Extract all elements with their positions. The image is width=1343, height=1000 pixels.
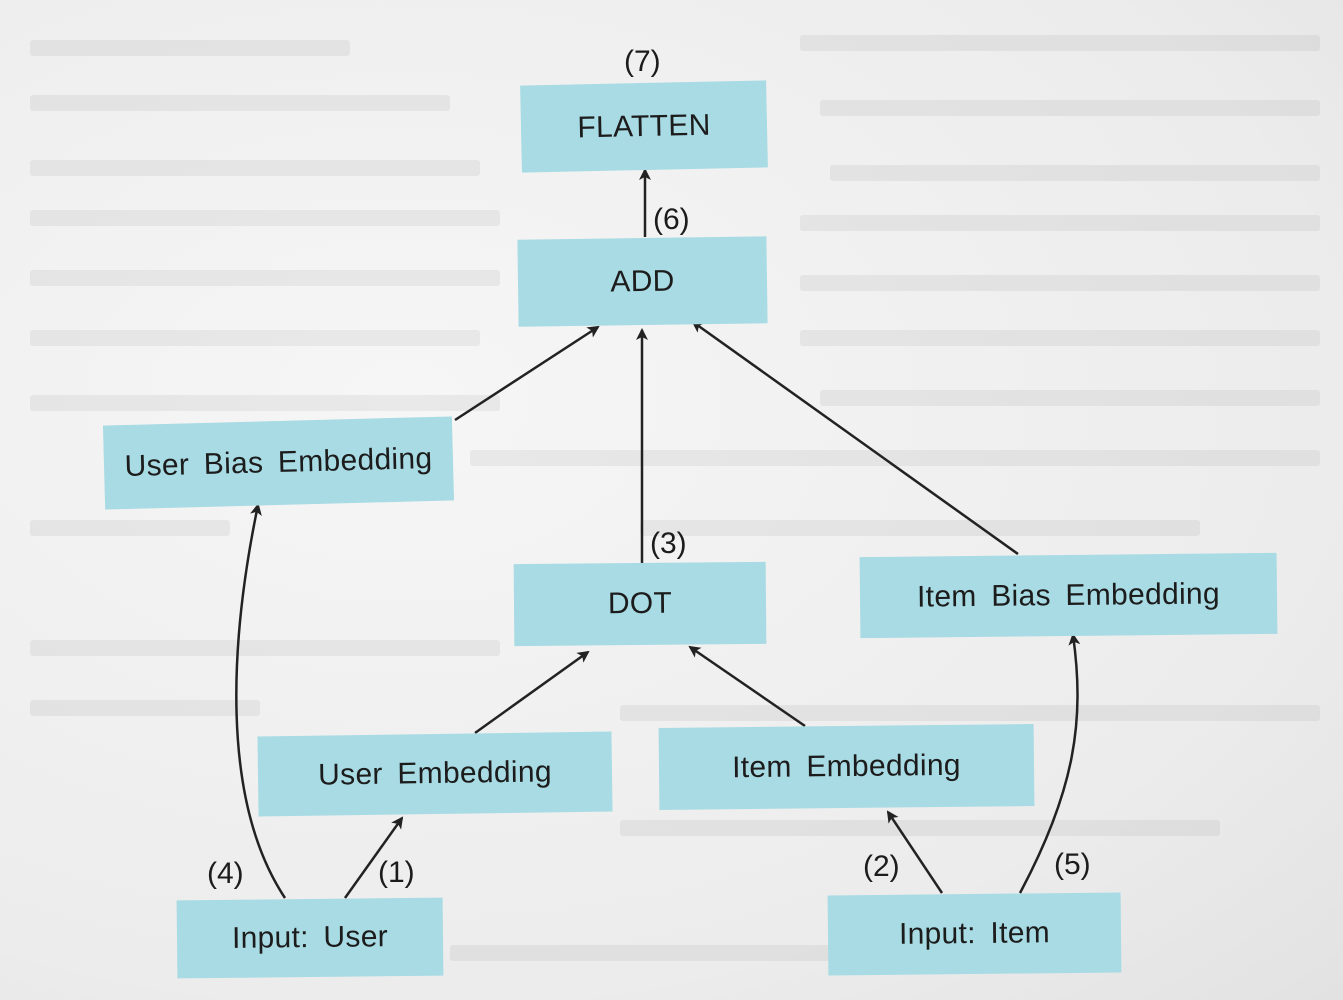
edge-label-3: (3) [650,527,687,560]
edge-label-7: (7) [624,45,661,78]
edge-user-embedding-to-dot [474,650,590,735]
node-flatten: FLATTEN [520,80,768,173]
edge-label-6: (6) [653,203,690,236]
edge-label-1: (1) [378,856,415,889]
node-item-embedding: Item Embedding [658,724,1035,810]
edge-user-bias-to-add [454,325,600,422]
node-user-bias-embedding: User Bias Embedding [102,416,455,510]
edge-item-bias-to-add [691,320,1019,556]
edge-input-user-to-user-embedding [343,816,404,899]
edge-label-5: (5) [1054,848,1091,881]
node-item-bias-embedding: Item Bias Embedding [859,552,1278,639]
edge-input-item-to-item-bias [1018,633,1081,894]
edge-label-2: (2) [863,850,900,883]
edge-input-user-to-user-bias [235,503,287,899]
node-dot: DOT [513,561,767,647]
edge-label-4: (4) [207,857,244,890]
node-input-user: Input: User [176,897,444,979]
node-input-item: Input: Item [827,892,1122,976]
edge-input-item-to-item-embedding [886,810,944,894]
edge-item-embedding-to-dot [688,645,806,728]
node-user-embedding: User Embedding [257,731,613,817]
node-add: ADD [517,236,768,327]
